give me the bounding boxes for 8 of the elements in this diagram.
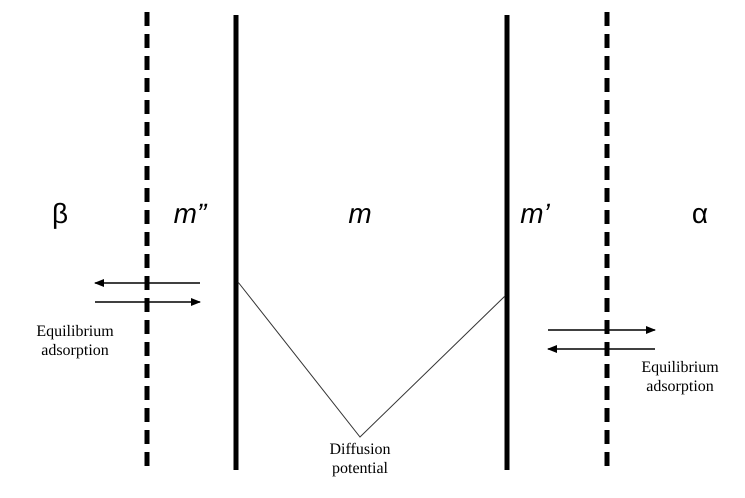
annotation-text: Equilibrium adsorption [35,322,115,360]
annotation-text: Diffusion potential [328,440,392,478]
region-label: m’ [519,198,551,230]
phase-label: α [690,198,710,230]
region-label: m” [172,198,208,230]
region-label: m [347,198,373,230]
annotation-text: Equilibrium adsorption [640,358,720,396]
phase-label: β [50,198,70,230]
